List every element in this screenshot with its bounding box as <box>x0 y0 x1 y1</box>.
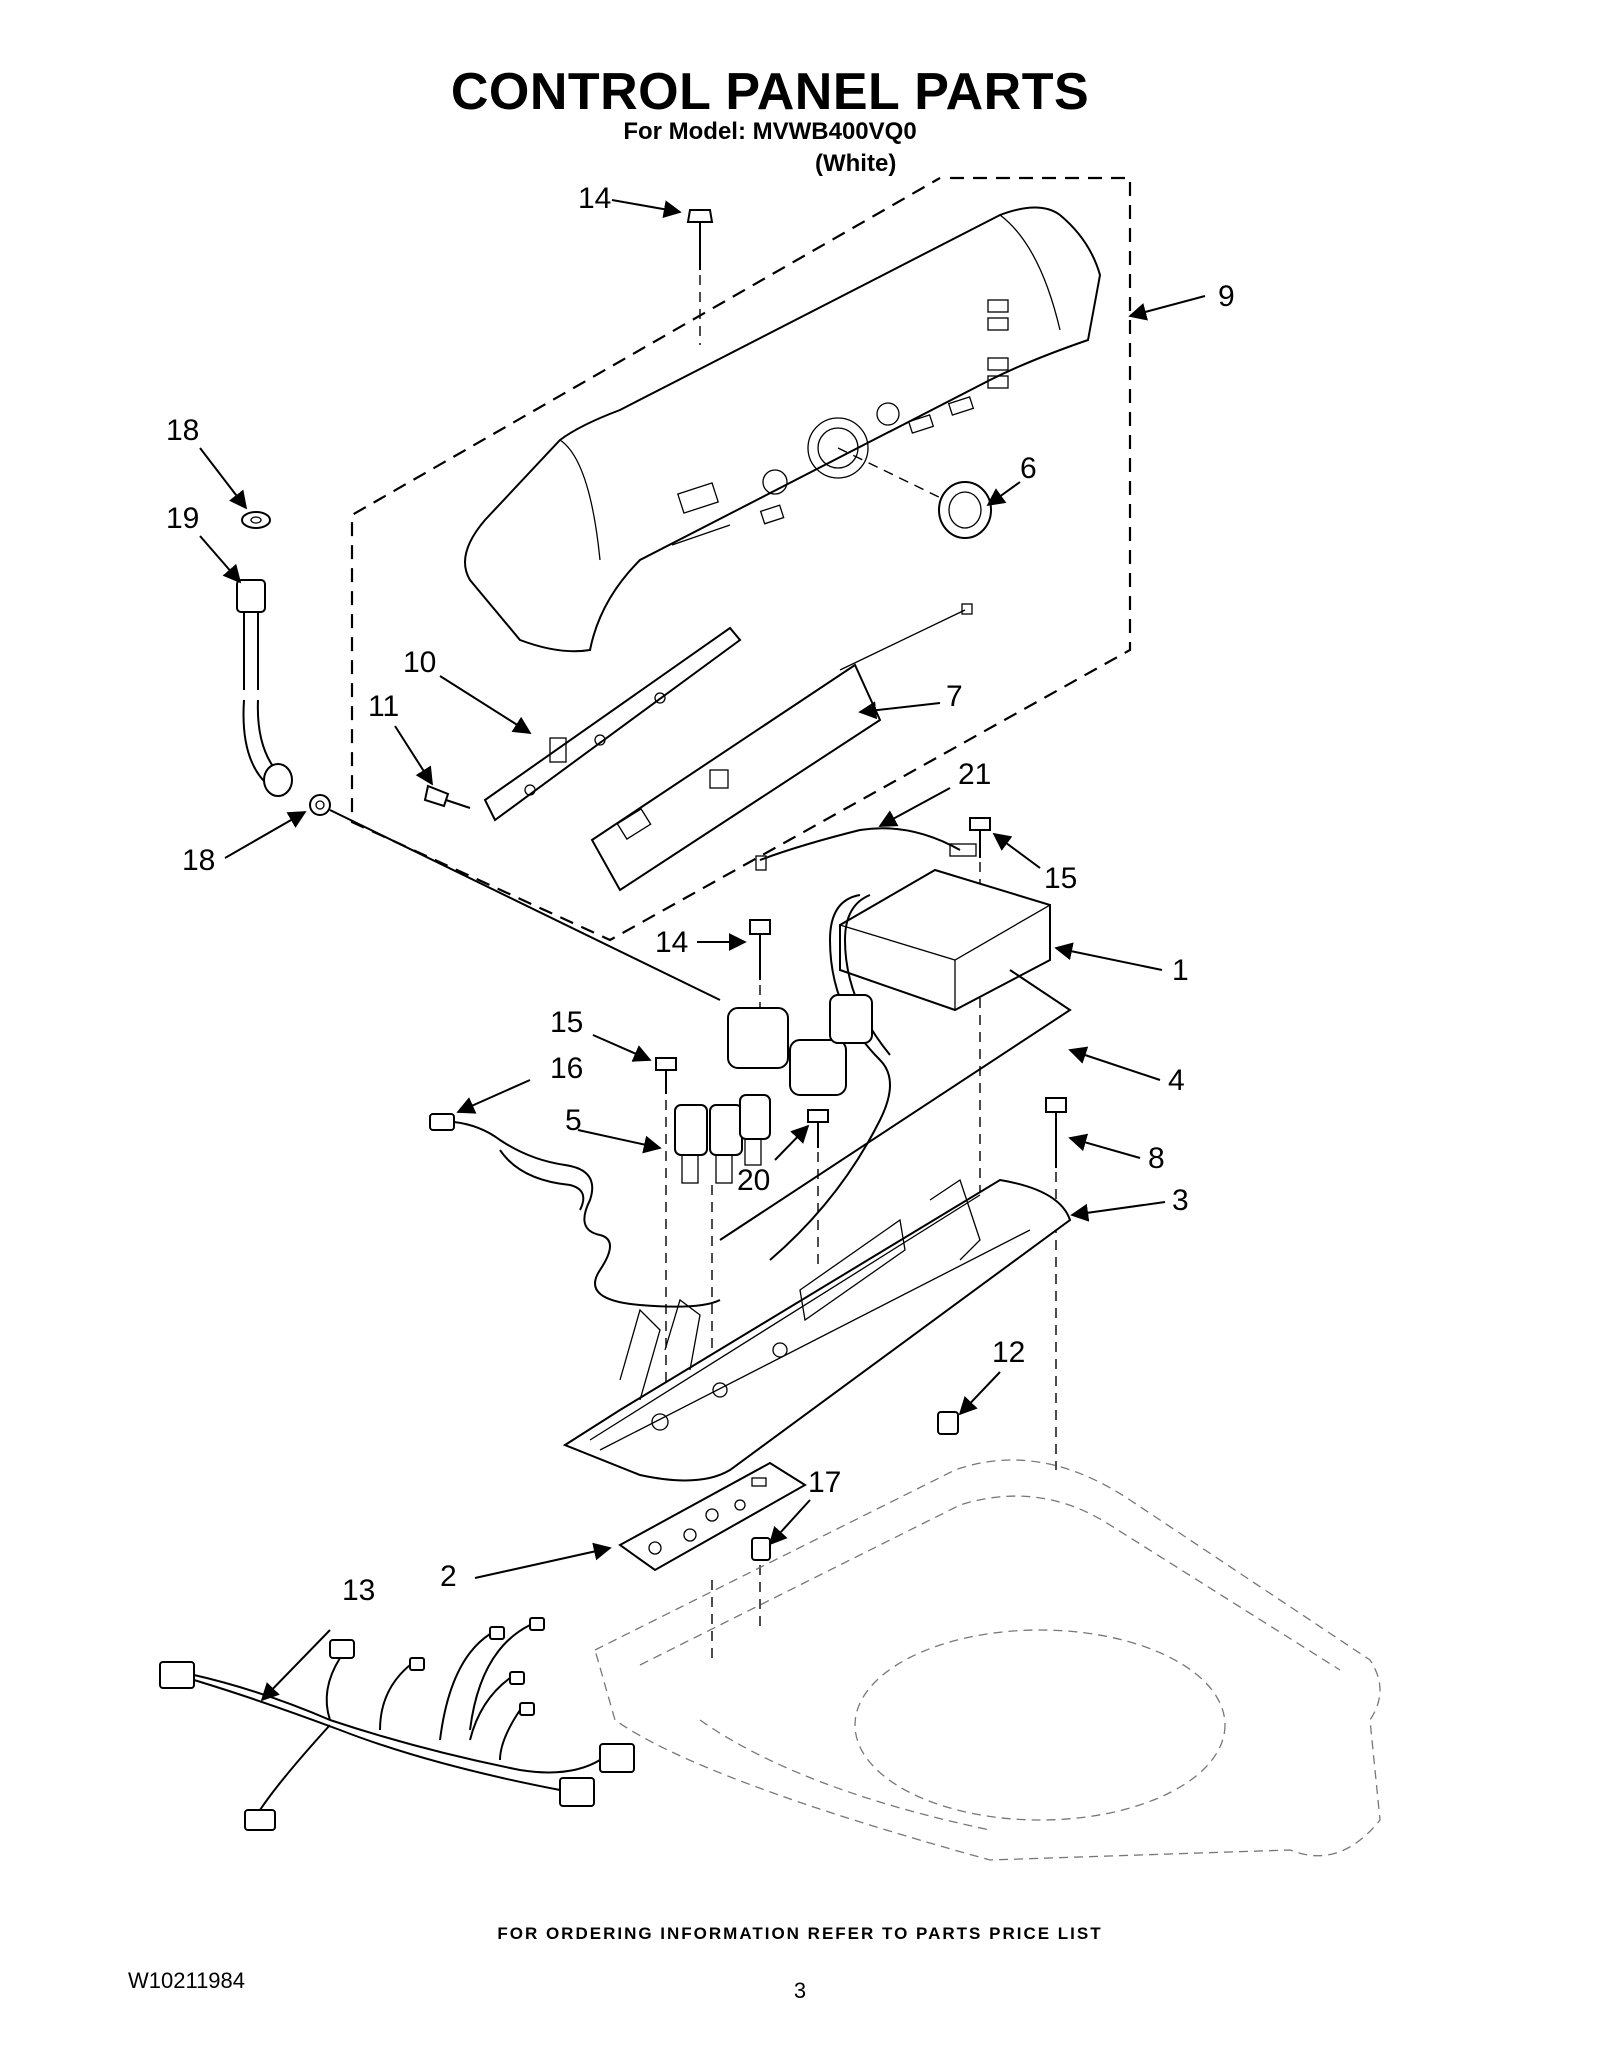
user-interface-board <box>483 626 742 822</box>
leader-lines <box>199 199 1206 1702</box>
document-number: W10211984 <box>128 1968 246 1993</box>
model-number: For Model: MVWB400VQ0 <box>623 118 917 145</box>
callout-19: 19 <box>166 502 199 535</box>
ordering-note: FOR ORDERING INFORMATION REFER TO PARTS … <box>497 1924 1103 1943</box>
cabinet-top-phantom <box>594 1459 1381 1861</box>
model-color: (White) <box>815 150 897 177</box>
callout-10: 10 <box>403 646 436 679</box>
screw-15-right <box>969 817 991 858</box>
callout-4: 4 <box>1168 1064 1185 1097</box>
callout-3: 3 <box>1172 1184 1189 1217</box>
inlet-hose <box>236 511 721 1001</box>
harness-21 <box>755 827 977 871</box>
callout-11: 11 <box>368 690 399 723</box>
page-number: 3 <box>793 1978 807 2003</box>
console-base <box>562 1178 1072 1482</box>
console-panel <box>464 206 1102 653</box>
clip-17 <box>751 1537 771 1561</box>
callout-7: 7 <box>946 680 963 713</box>
water-valve <box>674 994 873 1184</box>
bracket-2 <box>618 1461 807 1572</box>
knob <box>938 481 992 539</box>
callout-14-middle: 14 <box>655 926 688 959</box>
page-title: CONTROL PANEL PARTS <box>450 63 1090 121</box>
screw-14-top <box>686 209 714 270</box>
screw-8 <box>1045 1097 1067 1168</box>
screw-20 <box>807 1109 829 1148</box>
callout-14: 14 <box>578 182 611 215</box>
screw-11 <box>423 784 471 809</box>
callout-18: 18 <box>166 414 199 447</box>
console-group-outline <box>350 176 1132 942</box>
callout-15-left: 15 <box>550 1006 583 1039</box>
callout-16: 16 <box>550 1052 583 1085</box>
wire-harness-13 <box>159 1617 635 1831</box>
callout-2: 2 <box>440 1560 457 1593</box>
callout-13: 13 <box>342 1574 375 1607</box>
machine-control-unit <box>769 868 1051 1261</box>
clip-12 <box>937 1411 959 1435</box>
callout-15: 15 <box>1044 862 1077 895</box>
control-board <box>590 603 973 892</box>
rod-4 <box>719 969 1072 1241</box>
screw-15-left <box>655 1057 677 1094</box>
callout-20: 20 <box>737 1164 770 1197</box>
screw-14-middle <box>749 919 771 980</box>
wire-16 <box>429 1113 721 1308</box>
callout-5: 5 <box>565 1104 582 1137</box>
callout-17: 17 <box>808 1466 841 1499</box>
callout-12: 12 <box>992 1336 1025 1369</box>
callout-8: 8 <box>1148 1142 1165 1175</box>
callout-21: 21 <box>958 758 991 791</box>
callout-9: 9 <box>1218 280 1235 313</box>
callout-18-lower: 18 <box>182 844 215 877</box>
callout-1: 1 <box>1172 954 1189 987</box>
callout-6: 6 <box>1020 452 1037 485</box>
